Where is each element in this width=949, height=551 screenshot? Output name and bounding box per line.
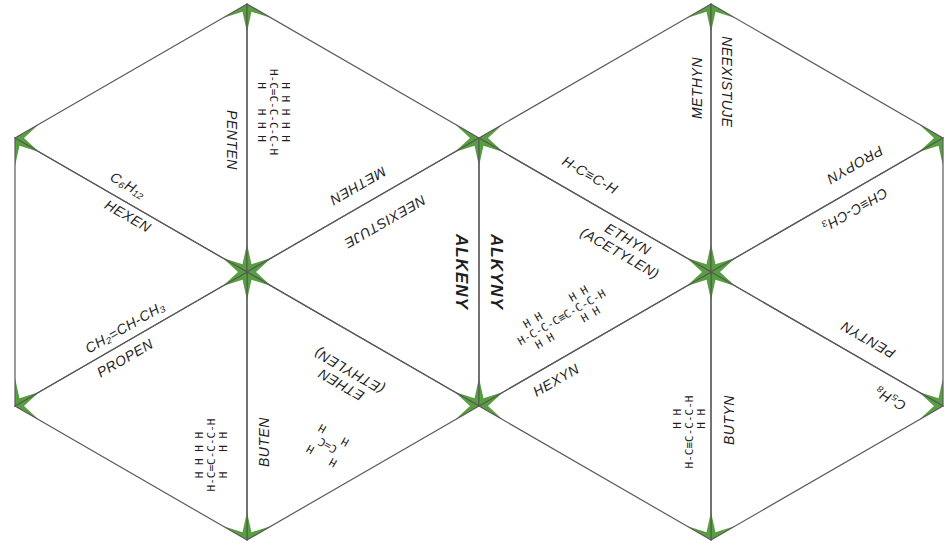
compound-label: C₆H₁₂	[107, 169, 148, 202]
flexagon-triangle: C₆H₁₂ PENTEN	[15, 4, 247, 272]
structural-formula: H H H H HH-C=C-C-C-C-H H H H H	[255, 69, 291, 155]
triangle-edge	[247, 138, 479, 406]
structural-formula: H H H HH-C-C-C≡C-C-C-H H H H H	[510, 278, 614, 359]
triangle-edge	[15, 138, 247, 406]
compound-label: BUTEN	[256, 417, 272, 467]
compound-label: PROPYN	[824, 143, 886, 188]
compound-label: CH≡C-CH₃	[819, 185, 890, 235]
corner-tip	[15, 138, 39, 166]
compound-label: PENTEN	[224, 110, 240, 170]
corner-tip	[687, 512, 711, 540]
corner-tip	[687, 258, 711, 286]
flexagon-triangle: H H H HH-C=C-C-C-H H H HPROPEN	[15, 272, 247, 540]
compound-label: HEXEN	[102, 196, 154, 235]
compound-label: METHEN	[327, 164, 389, 209]
corner-tip	[247, 4, 271, 32]
triangle-edge	[247, 4, 479, 272]
compound-label: NEEXISTUJE	[719, 36, 735, 127]
triangle-edge	[711, 272, 943, 540]
structural-formula: H H H HH-C=C-C-C-H H H H	[194, 419, 230, 492]
corner-tip	[479, 138, 503, 166]
triangle-outline	[15, 4, 247, 272]
triangle-edge	[479, 138, 711, 406]
triangle-outline	[15, 272, 247, 540]
triangle-edge	[711, 4, 943, 272]
formula-row: H-C=C-C-C-C-H	[267, 69, 279, 155]
group-heading: ALKENY	[453, 234, 469, 310]
compound-label: ETHEN (ETHYLEN)	[295, 340, 394, 416]
compound-label: H-C≡C-H	[559, 153, 620, 198]
compound-label: HEXYN	[530, 360, 582, 399]
corner-tip	[711, 272, 735, 300]
corner-tip	[455, 138, 479, 166]
compound-label: ETHYN (ACETYLEN)	[574, 208, 673, 284]
structural-formula: H H C=CH H	[305, 421, 352, 469]
corner-tip	[919, 138, 943, 166]
triangle-edge	[15, 4, 247, 272]
corner-tip	[455, 392, 479, 420]
compound-label: METHYN	[689, 57, 705, 119]
formula-row: H-C=C-C-C-H	[206, 419, 218, 492]
corner-tip	[223, 258, 247, 286]
corner-tip	[15, 378, 39, 406]
triangle-edge	[711, 138, 943, 406]
triangle-edge	[15, 272, 247, 540]
corner-tip	[711, 512, 735, 540]
corner-tip	[247, 512, 271, 540]
compound-label: NEEXISTUJE	[341, 192, 428, 252]
formula-row: H H	[696, 396, 708, 469]
formula-row: H H H H	[194, 419, 206, 492]
formula-row: H H H H	[255, 69, 267, 155]
corner-tip	[247, 272, 271, 300]
corner-tip	[687, 4, 711, 32]
triangle-edge	[247, 272, 479, 540]
structural-formula: H HH-C≡C-C-C-H H H	[672, 396, 708, 469]
triangle-outline	[711, 272, 943, 540]
group-heading: ALKYNY	[488, 234, 504, 310]
formula-row: H H H H H	[279, 69, 291, 155]
compound-label: BUTYN	[721, 395, 737, 445]
compound-label: PENTYN	[838, 318, 898, 362]
corner-tip	[711, 4, 735, 32]
flexagon-triangle: C₅H₈ BUTYN	[711, 272, 943, 540]
formula-row: H H H	[218, 419, 230, 492]
triangle-outline	[247, 272, 479, 540]
formula-row: H-C≡C-C-C-H	[684, 396, 696, 469]
triangle-edge	[479, 272, 711, 540]
corner-tip	[223, 4, 247, 32]
corner-tip	[479, 378, 503, 406]
corner-tip	[223, 512, 247, 540]
compound-label: C₅H₈	[871, 384, 908, 415]
flexagon-triangle: ETHEN (ETHYLEN) H H C=CH H BUTEN	[247, 272, 479, 540]
corner-tip	[919, 392, 943, 420]
formula-row: H H	[672, 396, 684, 469]
